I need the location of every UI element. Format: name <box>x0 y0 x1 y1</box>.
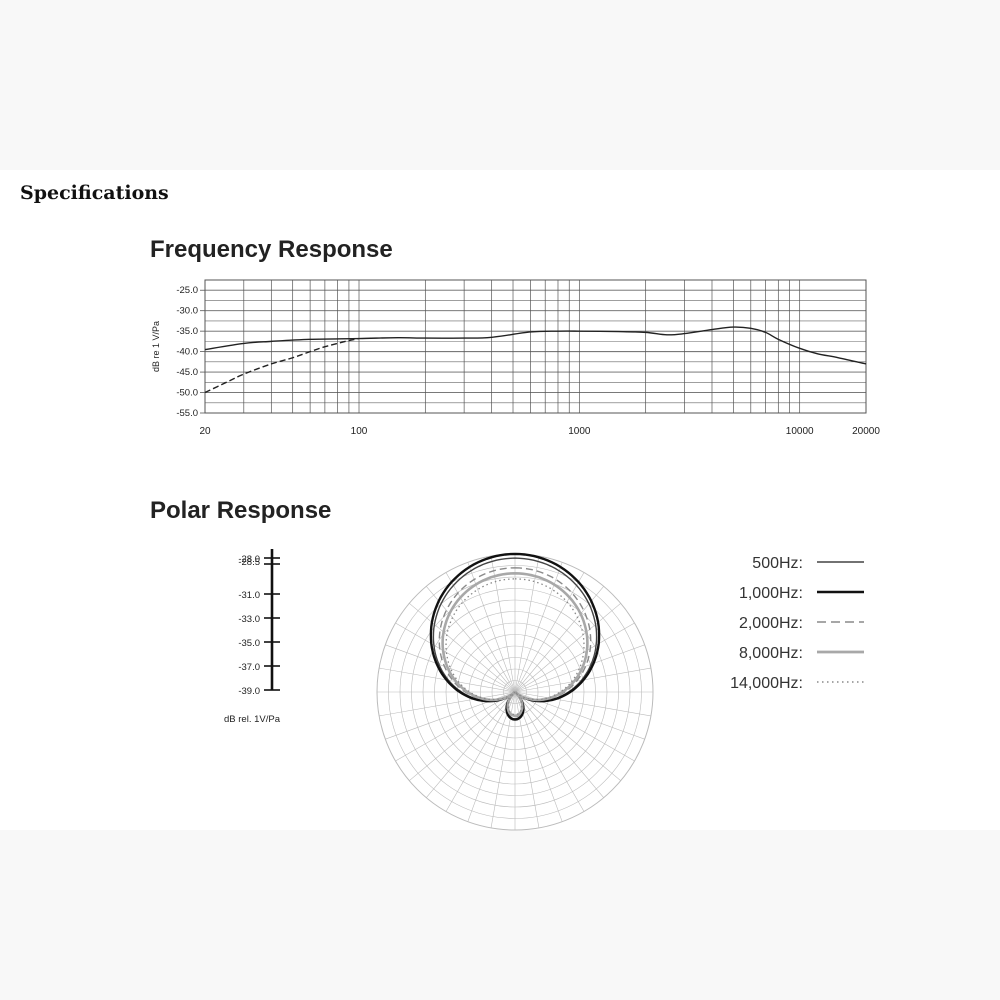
polar-grid-spoke <box>514 603 621 693</box>
y-axis-label: dB re 1 V/Pa <box>151 321 161 372</box>
polar-grid-spoke <box>409 691 516 781</box>
scale-tick-label: -28.0 <box>238 554 260 565</box>
scale-tick-label: -28.5 <box>238 557 260 568</box>
x-tick-label: 10000 <box>786 426 814 437</box>
y-tick-label: -40.0 <box>176 347 198 358</box>
legend-label: 14,000Hz: <box>730 675 803 692</box>
scale-unit-label: dB rel. 1V/Pa <box>224 714 281 725</box>
polar-curve <box>438 567 592 718</box>
scale-tick-label: -39.0 <box>238 686 260 697</box>
polar-grid-spoke <box>490 556 516 693</box>
polar-grid-spoke <box>395 622 516 693</box>
y-tick-label: -35.0 <box>176 326 198 337</box>
bottom-band <box>0 830 1000 1000</box>
polar-grid-spoke <box>514 622 635 693</box>
polar-curve <box>429 552 601 721</box>
scale-tick-label: -33.0 <box>238 614 260 625</box>
scale-tick-label: -37.0 <box>238 662 260 673</box>
y-tick-label: -30.0 <box>176 306 198 317</box>
polar-grid-spoke <box>426 691 516 798</box>
polar-grid-spoke <box>514 572 585 693</box>
polar-grid-spoke <box>395 691 516 762</box>
polar-grid-spoke <box>379 691 516 717</box>
polar-grid-spoke <box>514 691 585 812</box>
x-tick-label: 20 <box>199 426 211 437</box>
frequency-chart-title: Frequency Response <box>150 236 393 263</box>
y-tick-label: -25.0 <box>176 285 198 296</box>
polar-grid-spoke <box>514 644 645 693</box>
x-tick-label: 100 <box>351 426 368 437</box>
y-tick-label: -45.0 <box>176 367 198 378</box>
polar-grid-spoke <box>514 691 651 717</box>
y-tick-label: -50.0 <box>176 388 198 399</box>
top-band <box>0 0 1000 170</box>
legend-label: 1,000Hz: <box>739 585 803 602</box>
legend-label: 500Hz: <box>752 555 803 572</box>
polar-grid-spoke <box>409 603 516 693</box>
response-curve-dashed <box>204 337 360 394</box>
x-tick-label: 20000 <box>852 426 880 437</box>
polar-grid-spoke <box>514 691 621 781</box>
polar-grid-spoke <box>445 572 516 693</box>
polar-grid-spoke <box>514 556 540 693</box>
x-tick-label: 1000 <box>568 426 591 437</box>
scale-tick-label: -31.0 <box>238 590 260 601</box>
polar-grid-spoke <box>514 691 604 798</box>
legend-label: 8,000Hz: <box>739 645 803 662</box>
polar-grid-spoke <box>385 644 516 693</box>
polar-grid-spoke <box>445 691 516 812</box>
scale-tick-label: -35.0 <box>238 638 260 649</box>
page-heading: Specifications <box>20 182 169 204</box>
polar-grid-spoke <box>514 691 635 762</box>
y-tick-label: -55.0 <box>176 408 198 419</box>
legend-label: 2,000Hz: <box>739 615 803 632</box>
polar-chart-title: Polar Response <box>150 497 332 524</box>
polar-curve <box>441 572 589 717</box>
polar-curve <box>445 578 585 716</box>
